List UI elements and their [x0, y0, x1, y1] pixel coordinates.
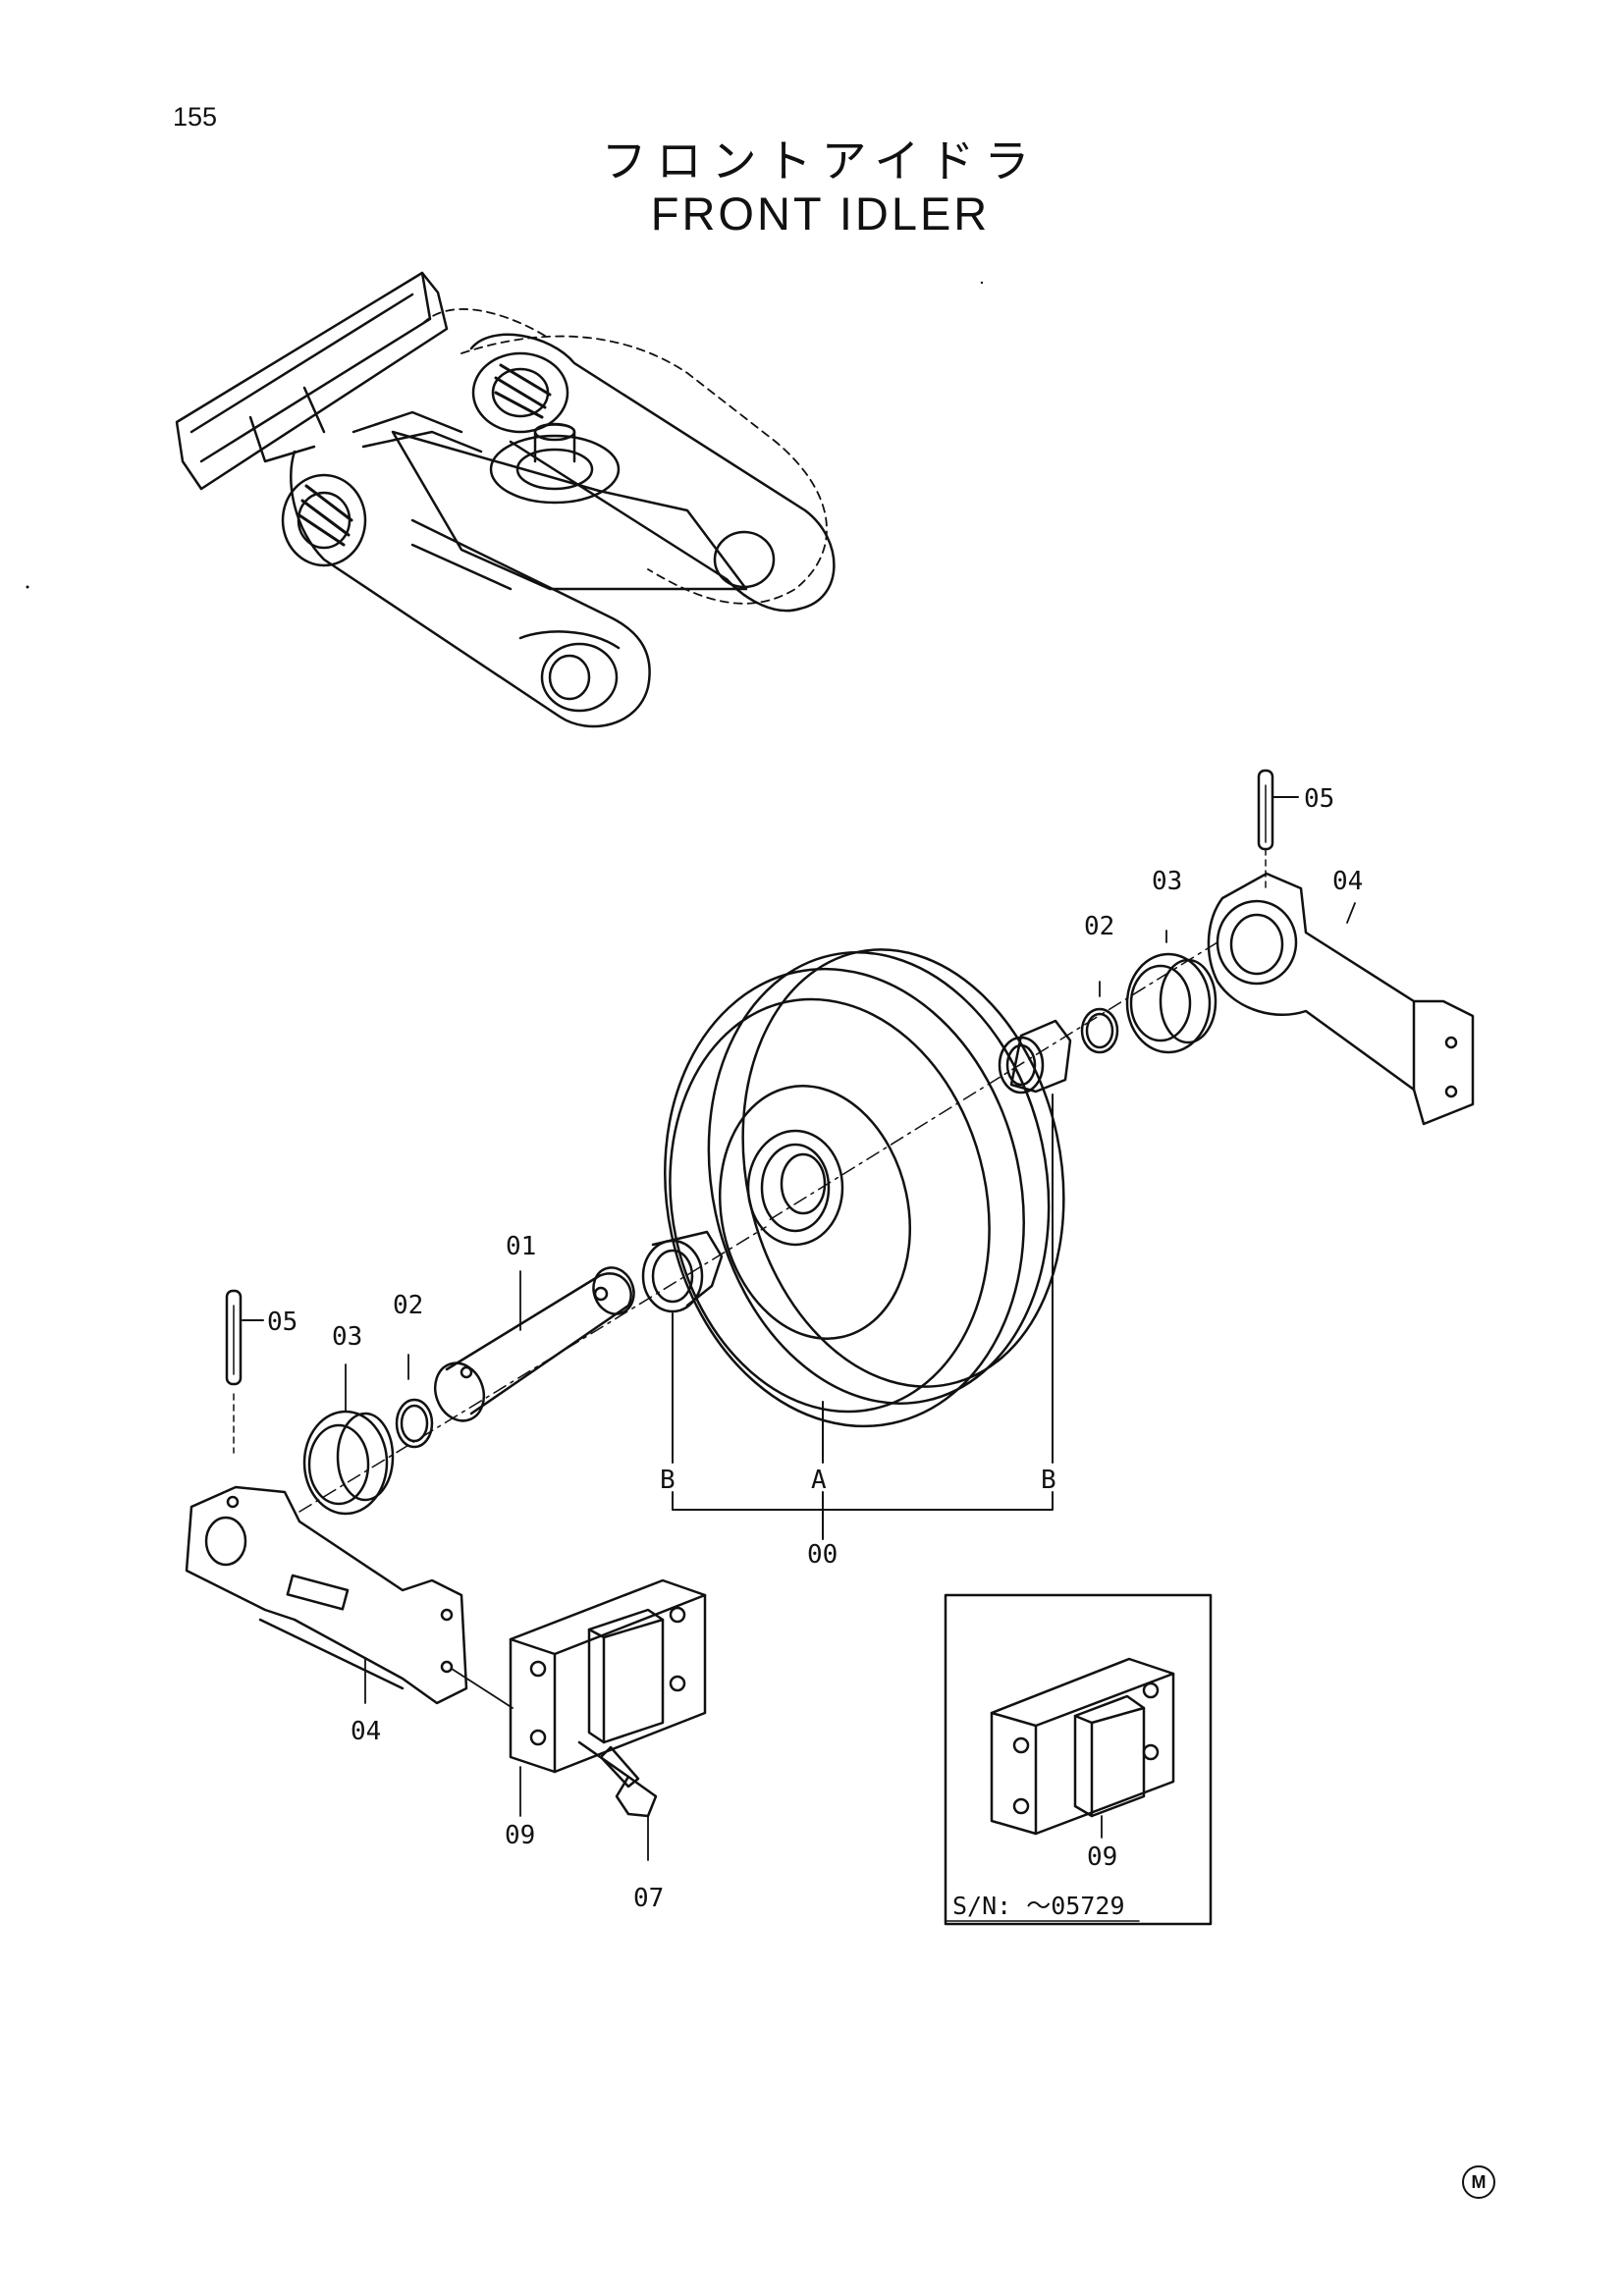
bolt-part — [577, 1740, 658, 1861]
seal-left-part — [302, 1363, 395, 1516]
ring-left-part — [395, 1354, 434, 1449]
callout-bracket-left: 04 — [351, 1717, 381, 1746]
page-number: 155 — [173, 102, 218, 132]
undercarriage-overview-drawing — [175, 271, 836, 728]
callout-assembly: 00 — [807, 1540, 838, 1570]
inset-box — [944, 1593, 1213, 1926]
callout-seal-right: 03 — [1152, 867, 1182, 896]
inset-block-label: 09 — [1087, 1842, 1117, 1872]
callout-pin-left: 05 — [267, 1308, 298, 1337]
block-part — [509, 1578, 707, 1817]
registered-mark: M — [1462, 2165, 1495, 2199]
callout-seal-left: 03 — [332, 1322, 362, 1352]
seal-right-part — [1125, 930, 1217, 1054]
inset-serial-note: S/N: ～05729 — [952, 1892, 1125, 1920]
assembly-bracket — [672, 1491, 1054, 1540]
shaft-part — [433, 1266, 635, 1422]
bracket-left-part — [185, 1485, 514, 1709]
callout-bracket-right: 04 — [1332, 867, 1363, 896]
pin-left-part — [225, 1289, 264, 1454]
callout-ring-right: 02 — [1084, 912, 1114, 941]
callout-idler-wheel: A — [811, 1466, 827, 1495]
callout-block: 09 — [505, 1821, 535, 1850]
callout-shaft: 01 — [506, 1232, 536, 1261]
callout-ring-left: 02 — [393, 1291, 423, 1320]
idler-wheel-part — [664, 948, 1065, 1464]
ring-right-part — [1080, 981, 1119, 1054]
callout-bolt: 07 — [633, 1884, 664, 1913]
pin-right-part — [1257, 769, 1299, 889]
callout-pin-right: 05 — [1304, 784, 1334, 814]
callout-bushing-right: B — [1041, 1466, 1056, 1495]
bracket-right-part — [1207, 872, 1475, 1126]
title-english: FRONT IDLER — [650, 187, 991, 240]
callout-bushing-left: B — [660, 1466, 676, 1495]
bushing-left-part — [641, 1230, 724, 1464]
title-japanese: フロントアイドラ — [601, 134, 1040, 187]
